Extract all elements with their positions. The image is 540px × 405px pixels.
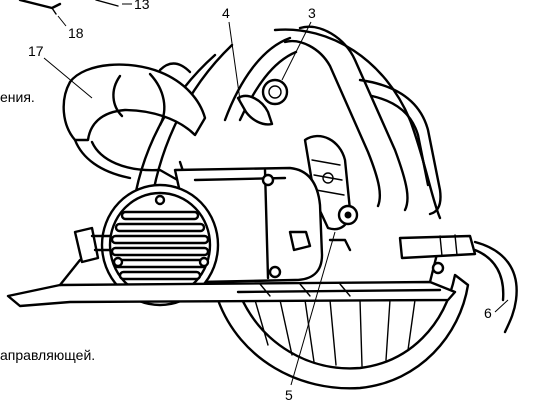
rear-handle <box>223 25 442 216</box>
lock-off-button <box>261 78 289 106</box>
callout-4: 4 <box>222 5 230 21</box>
bevel-lever <box>303 134 359 252</box>
front-handle <box>62 62 207 188</box>
blade-guard <box>130 28 470 390</box>
callout-6: 6 <box>484 305 492 321</box>
front-pivot <box>73 226 112 264</box>
adjacent-part-fragment <box>18 0 119 15</box>
callout-leaders <box>43 3 509 386</box>
callout-17: 17 <box>28 43 44 59</box>
left-text-fragment: ения. <box>0 89 35 105</box>
bottom-text-fragment: аправляющей. <box>0 347 95 363</box>
callout-5: 5 <box>285 387 293 403</box>
callout-13: 13 <box>134 0 150 12</box>
callout-3: 3 <box>308 5 316 21</box>
motor-end-cap <box>100 183 220 307</box>
trigger-switch <box>236 94 274 126</box>
callout-18: 18 <box>68 25 84 41</box>
power-cord <box>398 234 518 334</box>
callout-labels: 13 18 4 3 17 6 5 <box>28 0 492 403</box>
